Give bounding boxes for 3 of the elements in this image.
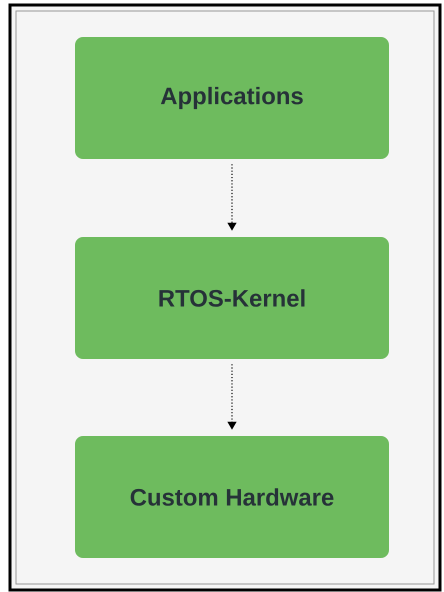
layer-box: Applications xyxy=(75,37,389,159)
layer-box: RTOS-Kernel xyxy=(75,237,389,359)
layer-box: Custom Hardware xyxy=(75,436,389,558)
